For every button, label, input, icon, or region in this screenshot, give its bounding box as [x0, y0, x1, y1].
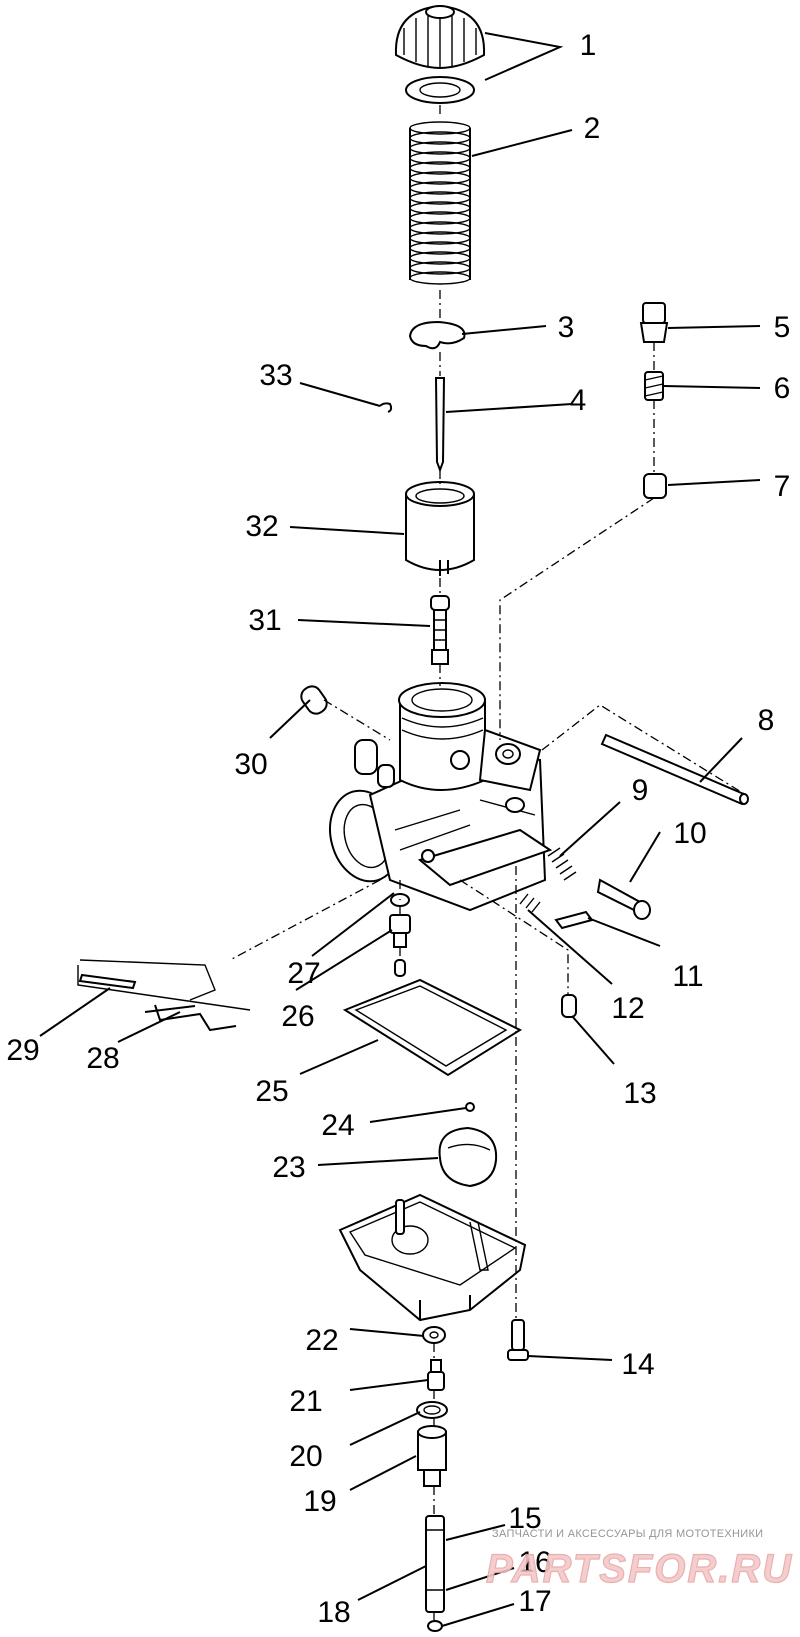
part-slide — [405, 481, 475, 576]
callout-1: 1 — [580, 29, 597, 62]
part-cap — [394, 4, 486, 104]
part-gasket — [342, 978, 523, 1077]
callout-16: 16 — [518, 1546, 551, 1579]
callout-12: 12 — [611, 992, 644, 1025]
callout-14: 14 — [621, 1348, 654, 1381]
callout-23: 23 — [272, 1151, 305, 1184]
part-spring — [409, 121, 471, 285]
callout-5: 5 — [774, 311, 791, 344]
watermark: ЗАПЧАСТИ И АКСЕССУАРЫ ДЛЯ МОТОТЕХНИКИ PA… — [485, 1528, 793, 1592]
part-eclip — [379, 402, 393, 413]
callout-24: 24 — [321, 1109, 354, 1142]
callout-7: 7 — [774, 470, 791, 503]
callout-3: 3 — [558, 311, 575, 344]
callout-22: 22 — [305, 1324, 338, 1357]
part-float-pin — [77, 959, 251, 1032]
callout-30: 30 — [234, 748, 267, 781]
callout-26: 26 — [281, 1000, 314, 1033]
part-float — [438, 1126, 498, 1188]
callout-9: 9 — [632, 774, 649, 807]
callout-2: 2 — [584, 112, 601, 145]
part-needle — [434, 377, 446, 473]
callout-29: 29 — [6, 1034, 39, 1067]
part-drain-screw — [507, 1319, 529, 1361]
callout-13: 13 — [623, 1077, 656, 1110]
part-shaft — [600, 733, 749, 806]
callout-20: 20 — [289, 1440, 322, 1473]
callout-19: 19 — [303, 1485, 336, 1518]
callout-6: 6 — [774, 372, 791, 405]
part-pilot-screw — [430, 595, 450, 665]
callout-27: 27 — [287, 957, 320, 990]
watermark-caption: ЗАПЧАСТИ И АКСЕССУАРЫ ДЛЯ МОТОТЕХНИКИ — [492, 1528, 763, 1540]
part-main-jet-stack — [416, 1326, 448, 1487]
leader-lines — [39, 32, 761, 1627]
callout-31: 31 — [248, 604, 281, 637]
part-fitting — [561, 994, 577, 1018]
callout-4: 4 — [570, 384, 587, 417]
part-plug — [300, 685, 328, 715]
part-air-screw — [547, 847, 651, 920]
part-needle-jet — [425, 1515, 445, 1632]
part-starter-set — [639, 302, 669, 499]
parts-drawing — [77, 4, 749, 1632]
callout-28: 28 — [86, 1042, 119, 1075]
callout-11: 11 — [672, 960, 703, 993]
callout-18: 18 — [317, 1596, 350, 1629]
callouts: 1 2 3 4 5 6 7 8 9 10 11 12 13 14 15 16 1… — [6, 29, 790, 1629]
part-stop-screw — [519, 893, 594, 930]
callout-17: 17 — [518, 1585, 551, 1618]
callout-10: 10 — [673, 817, 706, 850]
callout-8: 8 — [758, 704, 775, 737]
watermark-brand: PARTSFOR.RU — [486, 1547, 793, 1591]
part-plate — [408, 320, 466, 350]
callout-21: 21 — [289, 1385, 322, 1418]
callout-33: 33 — [259, 359, 292, 392]
part-carb-body — [329, 682, 553, 912]
part-pilot-jet — [389, 893, 411, 977]
callout-15: 15 — [508, 1502, 541, 1535]
callout-25: 25 — [255, 1075, 288, 1108]
callout-32: 32 — [245, 510, 278, 543]
part-float-bowl — [338, 1193, 527, 1322]
part-ball — [465, 1102, 475, 1112]
